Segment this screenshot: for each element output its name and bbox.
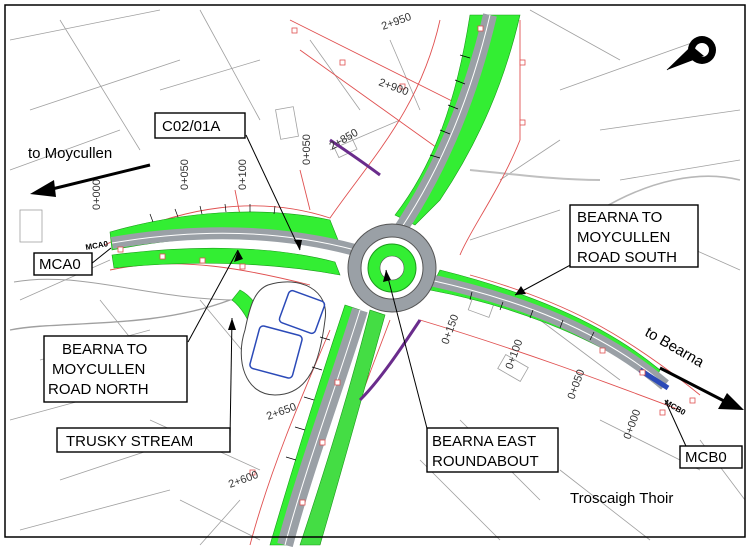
road-label-mca0-small: MCA0 — [85, 239, 109, 252]
road-north-line1: BEARNA TO — [62, 341, 147, 358]
trusky-stream-label: TRUSKY STREAM — [66, 433, 193, 450]
attenuation-ponds — [240, 281, 326, 396]
north-arrow-icon — [666, 36, 716, 71]
roundabout — [347, 223, 437, 313]
road-carriageways — [110, 13, 670, 547]
arrow-to-moycullen-icon — [30, 163, 151, 197]
mcb0-label: MCB0 — [685, 449, 727, 466]
roundabout-line2: ROUNDABOUT — [432, 453, 539, 470]
callout-road-south: BEARNA TO MOYCULLEN ROAD SOUTH — [569, 204, 699, 268]
callout-leader-lines — [90, 134, 691, 456]
leader-arrowheads — [228, 240, 526, 330]
callout-road-north: BEARNA TO MOYCULLEN ROAD NORTH — [43, 335, 188, 403]
embankment-ticks — [149, 54, 595, 461]
callout-roundabout: BEARNA EAST ROUNDABOUT — [426, 427, 559, 473]
chainage-markers — [117, 25, 696, 506]
callout-trusky-stream: TRUSKY STREAM — [56, 427, 231, 453]
mca0-label: MCA0 — [39, 256, 81, 273]
chainage-west-0000: 0+000 — [91, 179, 103, 210]
road-north-line3: ROAD NORTH — [48, 381, 149, 398]
chainage-west-0050: 0+050 — [179, 159, 191, 190]
road-south-line1: BEARNA TO — [577, 209, 662, 226]
roundabout-line1: BEARNA EAST — [432, 433, 536, 450]
callout-mcb0: MCB0 — [679, 445, 743, 469]
road-south-line2: MOYCULLEN — [577, 229, 670, 246]
place-name-troscaigh-thoir: Troscaigh Thoir — [570, 490, 673, 507]
road-south-line3: ROAD SOUTH — [577, 249, 677, 266]
arrow-to-bearna-icon — [659, 366, 744, 410]
drawing-frame-border — [4, 4, 746, 538]
chainage-west-0100: 0+100 — [237, 159, 249, 190]
callout-mca0: MCA0 — [33, 252, 93, 276]
chainage-north-road-0050: 0+050 — [301, 134, 313, 165]
direction-label-moycullen: to Moycullen — [28, 145, 112, 162]
drawing-ref-label: C02/01A — [162, 118, 220, 135]
road-north-line2: MOYCULLEN — [52, 361, 145, 378]
callout-drawing-reference: C02/01A — [154, 112, 246, 139]
